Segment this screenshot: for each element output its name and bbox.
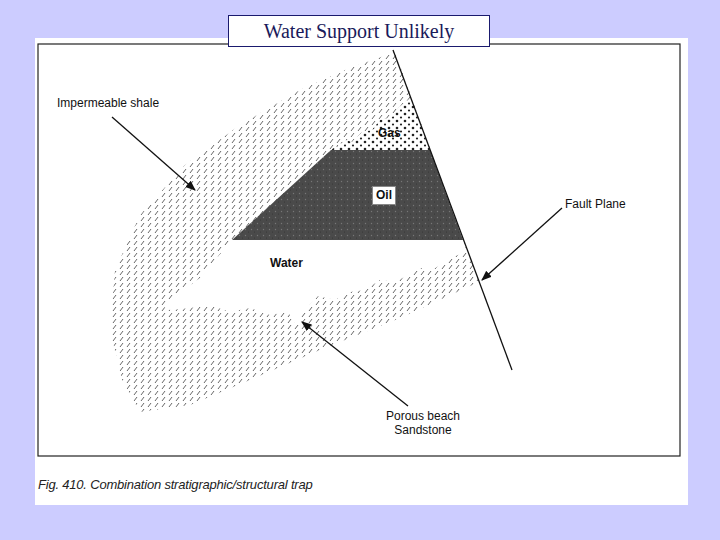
zone-label: Water [270,257,303,270]
water-zone: Water [162,240,467,325]
zone-outline [331,98,430,150]
gas-zone: Gas [331,98,430,150]
zone-label: Gas [378,127,401,140]
zone-outline [232,150,463,240]
leader-arrow [302,322,408,406]
zone-fill [162,240,467,325]
zone-outline [162,240,467,325]
zone-fill [331,98,430,150]
fault-line [393,50,512,370]
zone-fill [232,150,463,240]
leader-arrow [482,208,562,280]
zone-label: Oil [372,186,396,205]
callout-label: Fault Plane [565,197,626,211]
leader-arrow [112,117,195,190]
oil-zone: Oil [232,150,463,240]
callout-label: Impermeable shale [57,96,159,110]
shale-body [110,52,479,412]
figure-caption: Fig. 410. Combination stratigraphic/stru… [38,477,313,492]
paper-sheet [35,38,688,505]
callout-label: Porous beach Sandstone [380,409,466,437]
figure-frame [38,44,680,456]
slide-title: Water Support Unlikely [228,15,490,47]
